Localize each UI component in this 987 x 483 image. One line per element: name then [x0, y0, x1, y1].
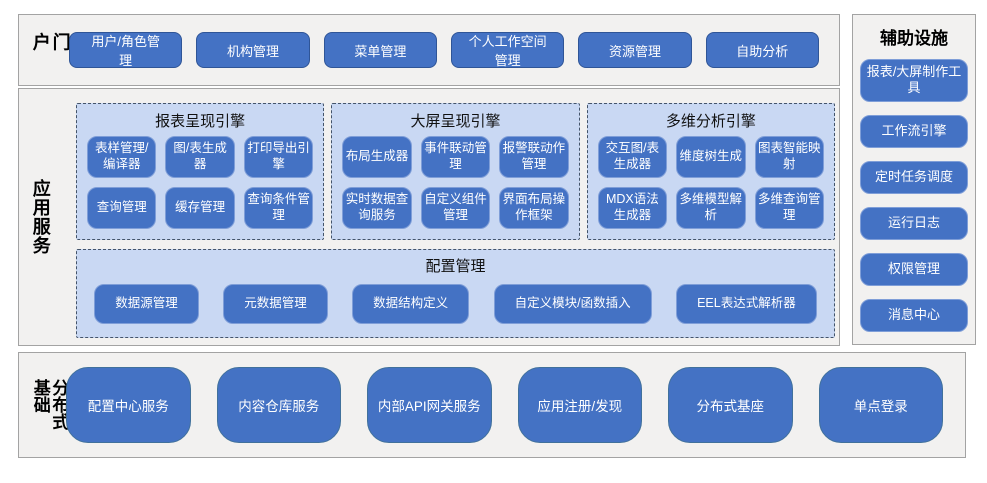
- node-chart-smart-mapping: 图表智能映射: [754, 136, 824, 178]
- node-permission-management: 权限管理: [860, 252, 968, 286]
- auxiliary-column: 报表/大屏制作工具 工作流引擎 定时任务调度 运行日志 权限管理 消息中心: [853, 59, 975, 332]
- portal-node-personal-workspace-management: 个人工作空间管理: [450, 32, 565, 68]
- portal-row: 用户/角色管理 机构管理 菜单管理 个人工作空间管理 资源管理 自助分析: [69, 15, 819, 85]
- app-services-content: 报表呈现引擎 表样管理/编译器 图/表生成器 打印导出引擎 查询管理 缓存管理 …: [76, 103, 835, 338]
- node-report-style-compiler: 表样管理/编译器: [87, 136, 157, 178]
- report-engine-grid: 表样管理/编译器 图/表生成器 打印导出引擎 查询管理 缓存管理 查询条件管理: [87, 136, 314, 229]
- node-custom-component-management: 自定义组件管理: [420, 187, 491, 229]
- node-scheduled-task-scheduling: 定时任务调度: [860, 160, 968, 194]
- panel-olap-analysis-engine: 多维分析引擎 交互图/表生成器 维度树生成 图表智能映射 MDX语法生成器 多维…: [586, 103, 835, 240]
- portal-label: 门户: [30, 32, 71, 52]
- node-cache-management: 缓存管理: [165, 187, 235, 229]
- node-ui-layout-operation-framework: 界面布局操作框架: [499, 187, 569, 229]
- section-auxiliary-facilities: 辅助设施 报表/大屏制作工具 工作流引擎 定时任务调度 运行日志 权限管理 消息…: [852, 14, 976, 345]
- section-app-services: 应用服务 报表呈现引擎 表样管理/编译器 图/表生成器 打印导出引擎 查询管理 …: [18, 88, 840, 346]
- node-content-repository-service: 内容仓库服务: [216, 367, 341, 443]
- node-message-center: 消息中心: [860, 298, 968, 332]
- olap-engine-grid: 交互图/表生成器 维度树生成 图表智能映射 MDX语法生成器 多维模型解析 多维…: [597, 136, 824, 229]
- config-management-row: 数据源管理 元数据管理 数据结构定义 自定义模块/函数插入 EEL表达式解析器: [91, 281, 820, 327]
- section-portal: 门户 用户/角色管理 机构管理 菜单管理 个人工作空间管理 资源管理 自助分析: [18, 14, 840, 86]
- config-management-title: 配置管理: [425, 258, 486, 275]
- node-alarm-linkage-action-management: 报警联动作管理: [499, 136, 569, 178]
- node-app-registration-discovery: 应用注册/发现: [517, 367, 642, 443]
- screen-engine-grid: 布局生成器 事件联动管理 报警联动作管理 实时数据查询服务 自定义组件管理 界面…: [342, 136, 569, 229]
- distributed-foundation-label: 分布式基础: [30, 379, 69, 430]
- portal-node-org-management: 机构管理: [196, 32, 310, 68]
- node-datasource-management: 数据源管理: [94, 284, 199, 324]
- node-query-management: 查询管理: [87, 187, 157, 229]
- panel-screen-rendering-engine: 大屏呈现引擎 布局生成器 事件联动管理 报警联动作管理 实时数据查询服务 自定义…: [331, 103, 580, 240]
- node-dimension-tree-generation: 维度树生成: [676, 136, 746, 178]
- screen-rendering-engine-title: 大屏呈现引擎: [410, 113, 501, 130]
- node-chart-table-generator: 图/表生成器: [165, 136, 235, 178]
- portal-node-menu-management: 菜单管理: [323, 32, 437, 68]
- node-mdx-syntax-generator: MDX语法生成器: [597, 187, 668, 229]
- node-metadata-management: 元数据管理: [223, 284, 328, 324]
- auxiliary-facilities-title: 辅助设施: [880, 29, 948, 48]
- distributed-row: 配置中心服务 内容仓库服务 内部API网关服务 应用注册/发现 分布式基座 单点…: [66, 353, 943, 457]
- olap-analysis-engine-title: 多维分析引擎: [665, 113, 756, 130]
- node-multidim-query-management: 多维查询管理: [754, 187, 824, 229]
- node-distributed-base: 分布式基座: [668, 367, 793, 443]
- node-custom-module-function-insert: 自定义模块/函数插入: [493, 284, 652, 324]
- node-event-linkage-management: 事件联动管理: [420, 136, 491, 178]
- app-services-label: 应用服务: [30, 179, 51, 255]
- report-rendering-engine-title: 报表呈现引擎: [155, 113, 246, 130]
- node-config-center-service: 配置中心服务: [66, 367, 191, 443]
- panel-report-rendering-engine: 报表呈现引擎 表样管理/编译器 图/表生成器 打印导出引擎 查询管理 缓存管理 …: [76, 103, 325, 240]
- portal-node-resource-management: 资源管理: [578, 32, 692, 68]
- engine-panels: 报表呈现引擎 表样管理/编译器 图/表生成器 打印导出引擎 查询管理 缓存管理 …: [76, 103, 835, 240]
- node-run-log: 运行日志: [860, 206, 968, 240]
- node-eel-expression-parser: EEL表达式解析器: [676, 284, 817, 324]
- node-data-structure-definition: 数据结构定义: [352, 284, 470, 324]
- node-multidim-model-parser: 多维模型解析: [676, 187, 746, 229]
- node-realtime-data-query-service: 实时数据查询服务: [342, 187, 412, 229]
- node-print-export-engine: 打印导出引擎: [243, 136, 314, 178]
- node-internal-api-gateway-service: 内部API网关服务: [367, 367, 492, 443]
- node-single-sign-on: 单点登录: [818, 367, 943, 443]
- node-query-condition-management: 查询条件管理: [243, 187, 314, 229]
- section-distributed-foundation: 分布式基础 配置中心服务 内容仓库服务 内部API网关服务 应用注册/发现 分布…: [18, 352, 966, 458]
- panel-config-management: 配置管理 数据源管理 元数据管理 数据结构定义 自定义模块/函数插入 EEL表达…: [76, 249, 835, 338]
- portal-node-user-role-management: 用户/角色管理: [69, 32, 183, 68]
- node-interactive-chart-generator: 交互图/表生成器: [597, 136, 668, 178]
- node-report-screen-authoring-tool: 报表/大屏制作工具: [860, 59, 968, 102]
- portal-node-self-service-analysis: 自助分析: [705, 32, 819, 68]
- node-layout-generator: 布局生成器: [342, 136, 412, 178]
- node-workflow-engine: 工作流引擎: [860, 114, 968, 148]
